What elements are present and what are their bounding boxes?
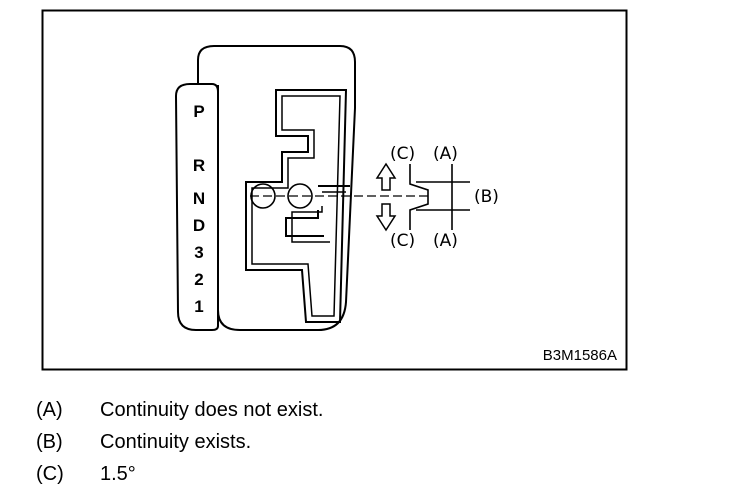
- gear-label-2: 2: [194, 270, 203, 289]
- gear-label-n: N: [193, 189, 205, 208]
- gear-position-labels: P R N D 3 2 1: [193, 102, 205, 316]
- legend-row-c: (C) 1.5°: [36, 462, 136, 486]
- legend-key: (B): [36, 431, 63, 453]
- legend-text: Continuity does not exist.: [100, 399, 324, 421]
- callout-top-c: (C): [390, 144, 415, 164]
- callout-top-a: (A): [433, 144, 458, 164]
- legend-text: 1.5°: [100, 463, 136, 485]
- down-arrow-icon: [375, 203, 397, 232]
- callout-bottom-c: (C): [390, 231, 415, 251]
- shifter-housing: [197, 45, 356, 331]
- legend-key: (A): [36, 399, 63, 421]
- position-indicator-strip: [174, 83, 219, 331]
- legend-key: (C): [36, 463, 64, 485]
- legend-row-a: (A) Continuity does not exist.: [36, 398, 323, 422]
- switch-detail: [409, 164, 470, 230]
- legend-text: Continuity exists.: [100, 431, 252, 453]
- gear-label-1: 1: [194, 297, 203, 316]
- figure-id: B3M1586A: [543, 347, 617, 364]
- callout-labels: (C) (A) (B) (C) (A): [390, 144, 499, 251]
- gear-label-r: R: [193, 156, 205, 175]
- legend-row-b: (B) Continuity exists.: [36, 430, 251, 454]
- gear-label-d: D: [193, 216, 205, 235]
- gear-label-3: 3: [194, 243, 203, 262]
- lever-position-circle-right: [287, 183, 313, 209]
- callout-bottom-a: (A): [433, 231, 458, 251]
- up-arrow-icon: [375, 162, 397, 191]
- figure-frame: [41, 9, 628, 371]
- shift-gate-slot: [245, 89, 350, 323]
- gear-label-p: P: [193, 102, 204, 121]
- callout-right-b: (B): [474, 187, 499, 207]
